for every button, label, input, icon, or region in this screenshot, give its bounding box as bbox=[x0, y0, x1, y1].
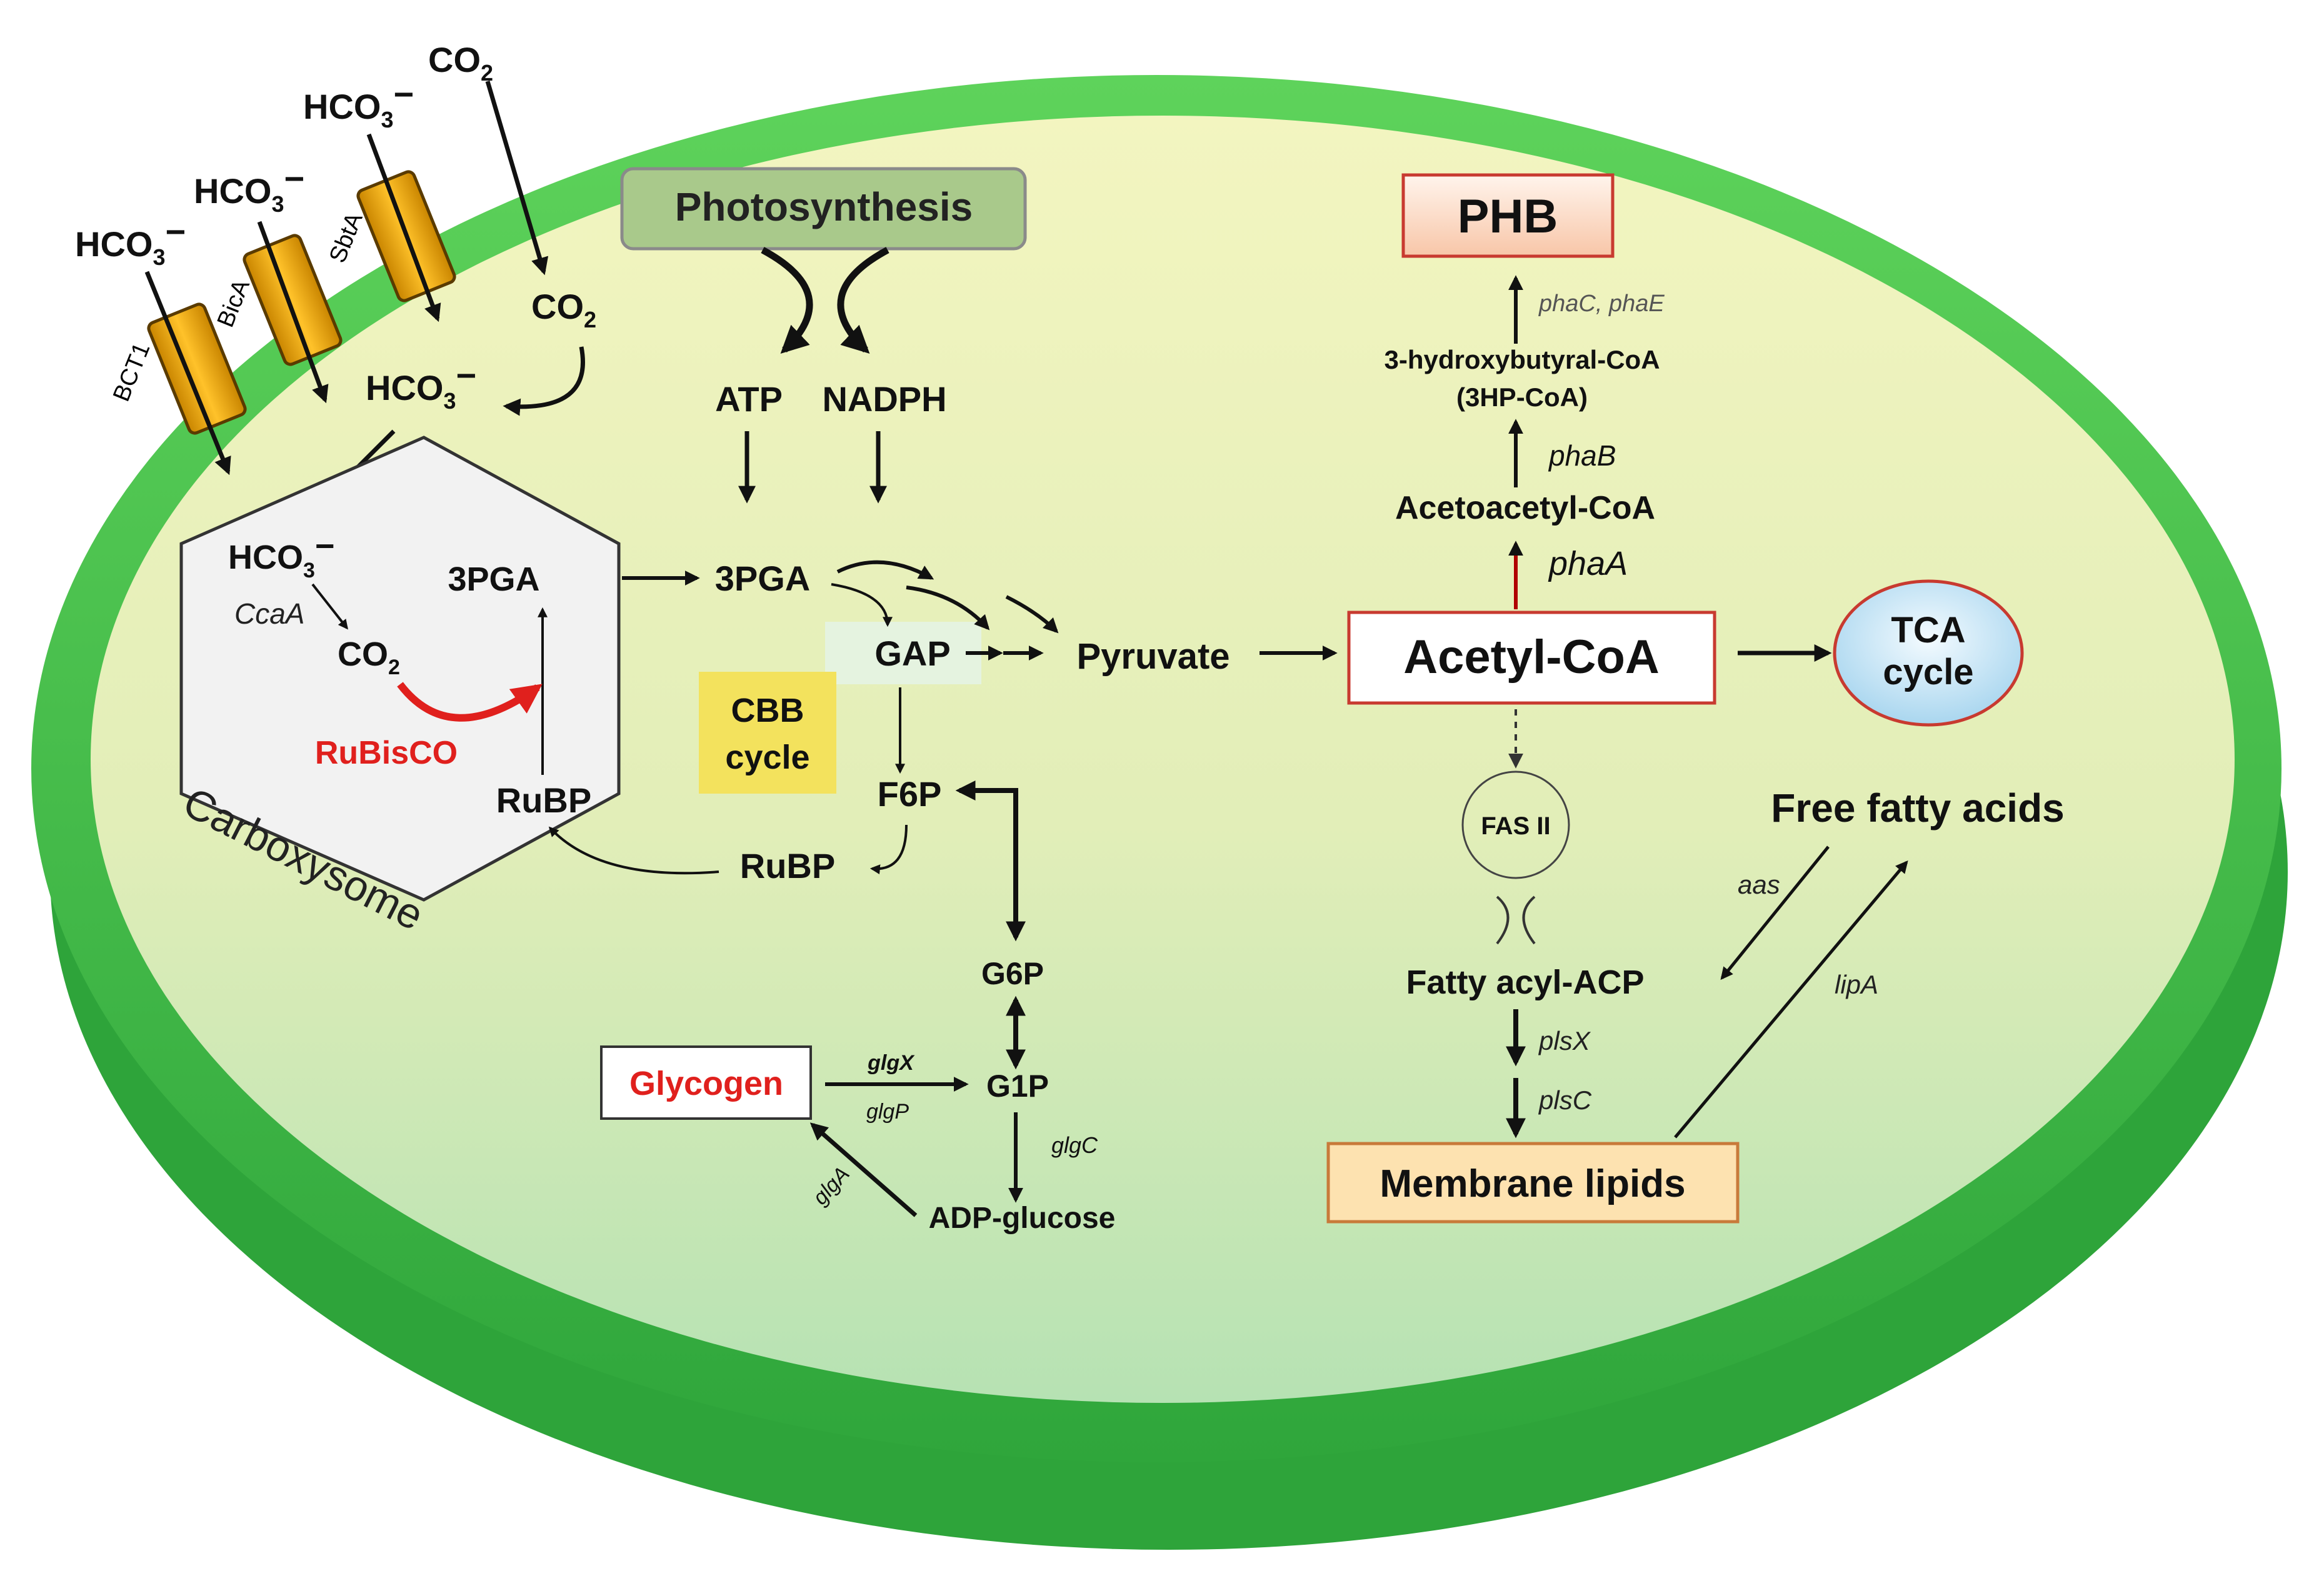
f6p-label: F6P bbox=[878, 774, 942, 814]
cbb-box bbox=[699, 672, 836, 794]
rubisco-label: RuBisCO bbox=[315, 735, 458, 771]
lipa-label: lipA bbox=[1835, 970, 1878, 999]
carboxysome-rubp: RuBP bbox=[496, 781, 591, 820]
hco3-label-4: HCO3− bbox=[366, 356, 476, 414]
phaa-label: phaA bbox=[1548, 545, 1628, 582]
hco3-label-1: HCO3− bbox=[75, 212, 186, 270]
3pga-label: 3PGA bbox=[715, 559, 811, 598]
hco3-label-2: HCO3− bbox=[194, 159, 304, 217]
nadph-label: NADPH bbox=[822, 379, 946, 419]
photosynthesis-module: Photosynthesis ATP NADPH bbox=[620, 167, 1027, 504]
co2-label-top: CO2 bbox=[428, 40, 493, 86]
acetyl-coa-box bbox=[1347, 611, 1716, 705]
cbb-label-1: CBB bbox=[731, 692, 804, 729]
bct1-label: BCT1 bbox=[108, 339, 155, 406]
fas-label: FAS II bbox=[1481, 812, 1550, 840]
glgp-label: glgP bbox=[866, 1100, 909, 1124]
pyruvate-label: Pyruvate bbox=[1076, 636, 1230, 677]
g6p-label: G6P bbox=[981, 956, 1044, 991]
membrane-lipids-box bbox=[1326, 1142, 1740, 1224]
hb-coa-label-1: 3-hydroxybutyral-CoA bbox=[1384, 345, 1660, 374]
carboxysome-hco3: HCO3− bbox=[228, 527, 334, 582]
glgc-label: glgC bbox=[1051, 1132, 1098, 1158]
co2-label-mid: CO2 bbox=[531, 287, 596, 332]
tca-label-1: TCA bbox=[1891, 610, 1965, 651]
central-metabolism: CBB cycle 3PGA GAP Pyruvate F6P RuBP G6P… bbox=[548, 559, 1338, 1235]
tca-cycle-node bbox=[1833, 579, 2024, 727]
photosynthesis-label: Photosynthesis bbox=[675, 184, 973, 229]
hb-coa-label-2: (3HP-CoA) bbox=[1456, 382, 1588, 412]
sbta-label: SbtA bbox=[324, 209, 368, 267]
glycogen-label: Glycogen bbox=[629, 1065, 783, 1102]
membrane-lipids-label: Membrane lipids bbox=[1380, 1162, 1685, 1205]
bica-transporter bbox=[243, 234, 343, 366]
glycogen-box bbox=[600, 1045, 812, 1120]
carboxysome-3pga: 3PGA bbox=[448, 561, 539, 598]
acetyl-coa-label: Acetyl-CoA bbox=[1403, 631, 1660, 684]
carboxysome-hexagon bbox=[179, 436, 621, 902]
inorganic-carbon-labels: HCO3− HCO3− HCO3− CO2 CO2 HCO3− bbox=[75, 40, 596, 414]
adp-glucose-label: ADP-glucose bbox=[929, 1202, 1116, 1235]
g1p-label: G1P bbox=[986, 1069, 1049, 1104]
glgx-label: glgX bbox=[867, 1051, 915, 1075]
carboxysome-co2: CO2 bbox=[338, 636, 400, 679]
plsx-label: plsX bbox=[1538, 1026, 1591, 1055]
cbb-label-2: cycle bbox=[725, 739, 809, 776]
acetoacetyl-coa-label: Acetoacetyl-CoA bbox=[1395, 490, 1655, 526]
ccaa-arrow bbox=[311, 583, 348, 630]
photosynthesis-box bbox=[620, 167, 1027, 251]
aas-label: aas bbox=[1738, 870, 1780, 899]
ccaa-label: CcaA bbox=[234, 597, 304, 630]
fatty-acyl-acp-label: Fatty acyl-ACP bbox=[1406, 964, 1644, 1001]
plsc-label: plsC bbox=[1538, 1085, 1592, 1115]
phace-label: phaC, phaE bbox=[1538, 291, 1665, 317]
phb-box bbox=[1401, 173, 1615, 258]
gap-highlight bbox=[825, 622, 981, 684]
acetyl-coa-branch: Acetyl-CoA TCA cycle Acetoacetyl-CoA 3-h… bbox=[1326, 173, 2065, 1224]
rubp-label: RuBP bbox=[740, 846, 835, 885]
rubisco-arrow bbox=[397, 682, 543, 722]
free-fatty-acids-label: Free fatty acids bbox=[1771, 786, 2065, 830]
bica-label: BicA bbox=[213, 276, 255, 331]
phab-label: phaB bbox=[1548, 439, 1616, 472]
fas-cycle bbox=[1461, 771, 1570, 879]
atp-label: ATP bbox=[715, 379, 783, 419]
gap-label: GAP bbox=[874, 634, 950, 673]
hco3-label-3: HCO3− bbox=[303, 74, 414, 132]
tca-label-2: cycle bbox=[1883, 652, 1973, 692]
phb-label: PHB bbox=[1458, 190, 1558, 243]
